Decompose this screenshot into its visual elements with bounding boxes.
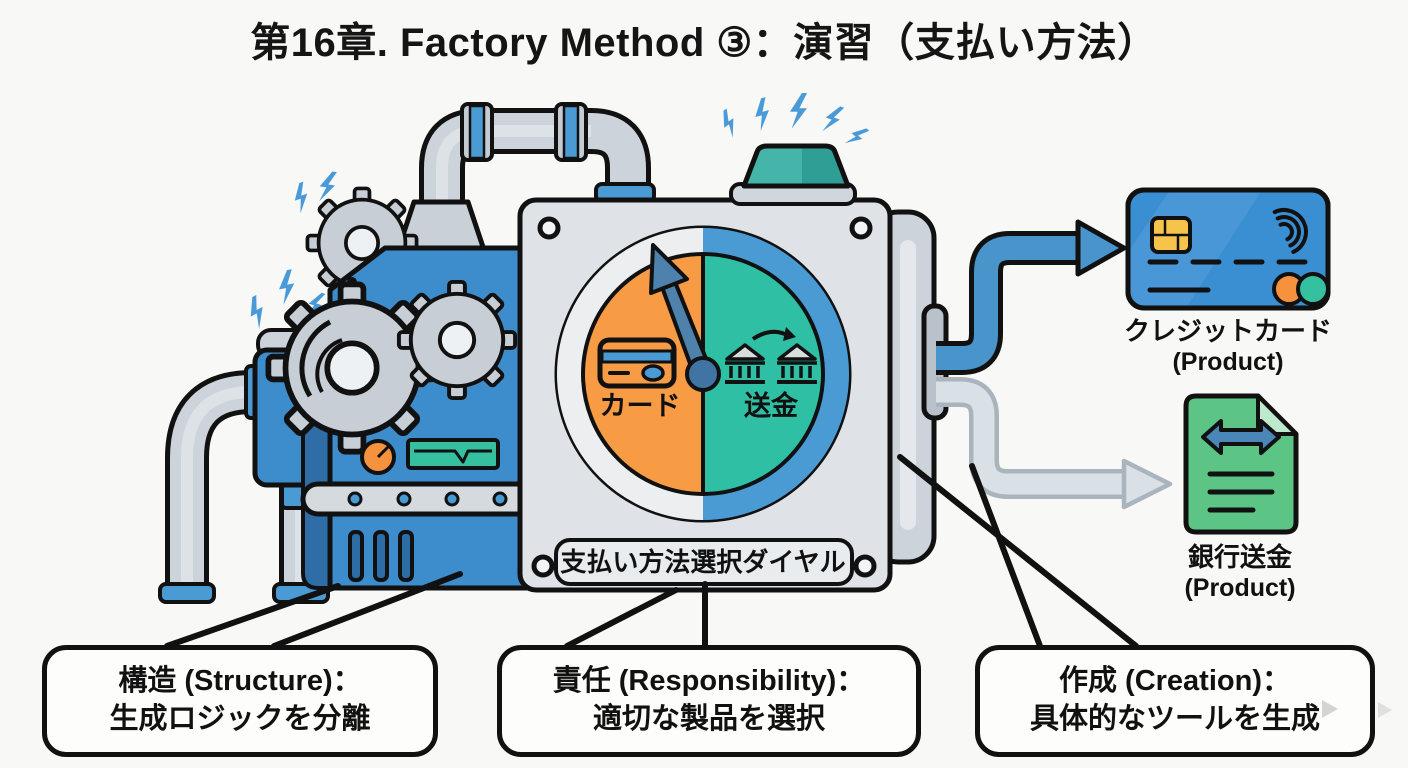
callout-structure: 構造 (Structure)： 生成ロジックを分離 bbox=[42, 645, 438, 757]
rivet bbox=[347, 491, 363, 507]
transfer-document-product bbox=[1183, 393, 1299, 535]
vent-slot bbox=[398, 530, 414, 582]
callout-creation-description: 具体的なツールを生成 bbox=[1029, 703, 1320, 735]
pipe-foot bbox=[158, 582, 216, 604]
vent-slot bbox=[348, 530, 364, 582]
callout-line bbox=[271, 571, 463, 649]
panel-screw bbox=[853, 554, 877, 578]
dial-needle-icon bbox=[649, 243, 721, 392]
signal-lamp bbox=[729, 143, 857, 206]
pipe-coupling bbox=[460, 102, 494, 162]
dial-panel: カード bbox=[517, 197, 893, 593]
transfer-product-type: (Product) bbox=[1184, 574, 1295, 602]
bank-icon bbox=[777, 343, 817, 384]
contactless-icon bbox=[1272, 208, 1308, 254]
machine-body bbox=[252, 186, 556, 591]
chip-icon bbox=[1150, 216, 1192, 254]
callout-lines bbox=[164, 454, 1139, 649]
callout-structure-title: 構造 (Structure)： bbox=[118, 665, 362, 698]
callout-line bbox=[164, 583, 341, 649]
callout-structure-description: 生成ロジックを分離 bbox=[109, 703, 371, 735]
dial-caption: 支払い方法選択ダイヤル bbox=[560, 547, 845, 577]
credit-card-product-label: クレジットカード bbox=[1124, 316, 1332, 346]
callout-responsibility: 責任 (Responsibility)： 適切な製品を選択 bbox=[497, 645, 921, 757]
pipe-coupling bbox=[554, 102, 588, 162]
callout-responsibility-title: 責任 (Responsibility)： bbox=[552, 665, 866, 698]
transfer-output-arrow-icon bbox=[936, 377, 1173, 510]
dial-card-label: カード bbox=[600, 391, 681, 421]
rivet bbox=[396, 491, 412, 507]
screen bbox=[406, 438, 500, 470]
document-arrow-icon bbox=[1201, 419, 1281, 455]
rivet bbox=[444, 491, 460, 507]
callout-line bbox=[969, 463, 1043, 649]
rivet bbox=[492, 491, 508, 507]
callout-line bbox=[897, 454, 1139, 649]
rivet-bar bbox=[300, 481, 556, 517]
credit-card-icon bbox=[597, 337, 677, 389]
transfer-product-label: 銀行送金 bbox=[1188, 542, 1293, 572]
page-title: 第16章. Factory Method ③：演習（支払い方法） bbox=[250, 21, 1158, 65]
gear-icon bbox=[268, 284, 435, 451]
callout-creation: 作成 (Creation)： 具体的なツールを生成 bbox=[975, 645, 1375, 757]
vent-slot bbox=[373, 530, 389, 582]
bank-icon bbox=[725, 343, 765, 384]
credit-card-product bbox=[1125, 187, 1331, 311]
card-output-arrow-icon bbox=[936, 219, 1127, 375]
panel-screw bbox=[537, 216, 561, 240]
credit-card-product-type: (Product) bbox=[1172, 348, 1283, 376]
gear-icon bbox=[396, 279, 518, 401]
waveform-icon bbox=[414, 449, 492, 464]
callout-line bbox=[564, 587, 679, 649]
callout-creation-title: 作成 (Creation)： bbox=[1058, 665, 1291, 698]
faint-arrow-artifact bbox=[1322, 700, 1392, 718]
transfer-arrow-icon bbox=[751, 327, 796, 341]
panel-screw bbox=[849, 216, 873, 240]
callout-responsibility-description: 適切な製品を選択 bbox=[592, 703, 825, 735]
dial-transfer-half bbox=[703, 254, 823, 494]
payment-dial: カード bbox=[554, 225, 852, 523]
panel-screw bbox=[531, 554, 555, 578]
dial-transfer-label: 送金 bbox=[744, 390, 799, 421]
